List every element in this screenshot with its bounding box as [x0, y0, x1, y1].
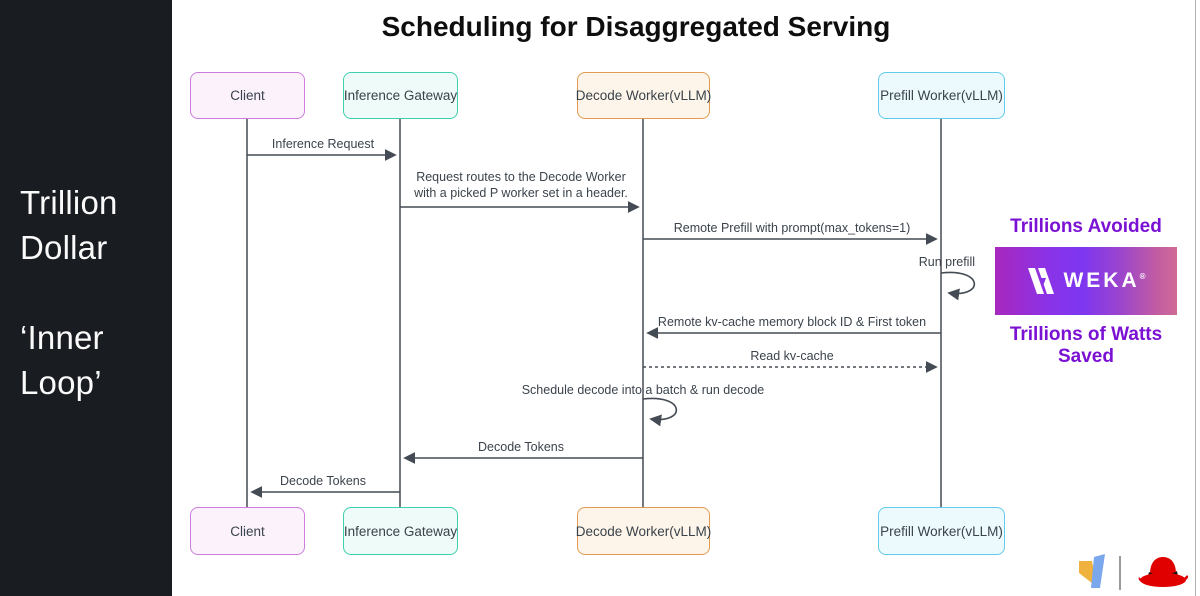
- page-title: Scheduling for Disaggregated Serving: [381, 11, 891, 42]
- footer-logo-divider: [1119, 556, 1121, 590]
- message-request-routes: Request routes to the Decode Worker with…: [396, 169, 646, 201]
- sidebar-line-loop: Loop’: [20, 364, 102, 401]
- vllm-logo-icon: [1079, 554, 1105, 588]
- message-schedule-decode: Schedule decode into a batch & run decod…: [521, 383, 765, 397]
- participant-top-client: Client: [190, 72, 305, 119]
- message-read-kv-cache: Read kv-cache: [750, 349, 834, 363]
- message-decode-tokens-1: Decode Tokens: [478, 440, 564, 454]
- participant-bottom-inference-gateway: Inference Gateway: [343, 507, 458, 555]
- participant-bottom-prefill-worker: Prefill Worker(vLLM): [878, 507, 1005, 555]
- weka-wordmark-text: WEKA: [1063, 269, 1140, 292]
- self-loop-run-prefill: [940, 271, 976, 301]
- trillions-avoided-text: Trillions Avoided: [1010, 216, 1162, 237]
- message-line-1: Request routes to the Decode Worker: [416, 170, 626, 184]
- message-line-2: with a picked P worker set in a header.: [414, 186, 628, 200]
- watts-line-1: Trillions of Watts: [1009, 324, 1163, 345]
- participant-label: Decode Worker(vLLM): [575, 88, 712, 103]
- weka-registered-mark: ®: [1139, 272, 1146, 281]
- sidebar-headline: Trillion Dollar: [20, 180, 118, 270]
- sidebar-subhead: ‘Inner Loop’: [20, 315, 104, 405]
- message-run-prefill: Run prefill: [918, 255, 975, 269]
- participant-top-decode-worker: Decode Worker(vLLM): [575, 72, 712, 119]
- weka-logo-banner: WEKA®: [995, 247, 1177, 315]
- sidebar-line-dollar: Dollar: [20, 229, 108, 266]
- watts-line-2: Saved: [1058, 346, 1114, 367]
- participant-label: Decode Worker(vLLM): [575, 523, 712, 539]
- weka-wordmark: WEKA®: [1063, 269, 1145, 293]
- red-hat-logo-icon: [1138, 557, 1189, 587]
- message-decode-tokens-2: Decode Tokens: [280, 474, 366, 488]
- participant-label: Client: [230, 523, 265, 539]
- participant-bottom-client: Client: [190, 507, 305, 555]
- participant-label: Prefill Worker(vLLM): [880, 523, 1003, 539]
- participant-label: Inference Gateway: [343, 523, 458, 539]
- participant-label: Prefill Worker(vLLM): [880, 88, 1003, 103]
- participant-label: Inference Gateway: [343, 88, 458, 103]
- message-remote-kv-cache: Remote kv-cache memory block ID & First …: [657, 315, 927, 329]
- sidebar-line-trillion: Trillion: [20, 184, 118, 221]
- message-remote-prefill: Remote Prefill with prompt(max_tokens=1): [673, 221, 911, 235]
- participant-label: Client: [230, 88, 265, 103]
- left-dark-panel: Trillion Dollar ‘Inner Loop’: [0, 0, 172, 596]
- sidebar-line-inner: ‘Inner: [20, 319, 104, 356]
- participant-top-inference-gateway: Inference Gateway: [343, 72, 458, 119]
- message-inference-request: Inference Request: [271, 137, 375, 151]
- participant-bottom-decode-worker: Decode Worker(vLLM): [575, 507, 712, 555]
- participant-top-prefill-worker: Prefill Worker(vLLM): [878, 72, 1005, 119]
- self-loop-schedule-decode: [642, 397, 678, 427]
- window-edge-line: [1195, 0, 1196, 596]
- trillions-watts-text: Trillions of Watts Saved: [975, 324, 1197, 368]
- weka-mark-icon: [1028, 268, 1055, 294]
